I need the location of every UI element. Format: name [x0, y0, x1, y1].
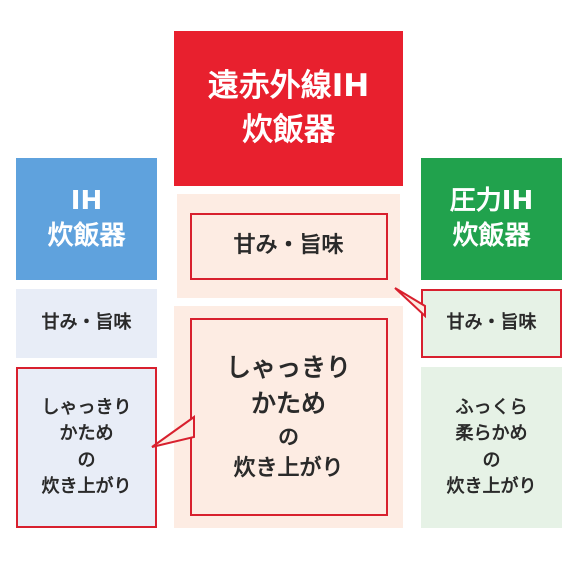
right-header-line1: 圧力IH	[449, 185, 534, 216]
center-cell-texture: しゃっきり かため の 炊き上がり	[189, 318, 388, 516]
center-header-line1: 遠赤外線IH	[207, 68, 370, 105]
center-cell-taste: 甘み・旨味	[189, 212, 388, 280]
left-cell-texture-line2: かため	[59, 423, 114, 445]
left-cell-texture-line4: 炊き上がり	[41, 475, 132, 497]
right-header-line2: 炊飯器	[452, 221, 531, 251]
center-header-line2: 炊飯器	[242, 111, 335, 148]
center-header: 遠赤外線IH 炊飯器	[174, 31, 403, 186]
center-cell-texture-line1: しゃっきり	[225, 352, 351, 382]
right-cell-texture: ふっくら 柔らかめ の 炊き上がり	[421, 367, 562, 528]
right-cell-texture-line4: 炊き上がり	[446, 475, 537, 497]
left-pointer-arrow	[151, 415, 195, 448]
left-header-line1: IH	[70, 185, 103, 216]
center-cell-texture-line2: かため	[250, 388, 326, 418]
right-header: 圧力IH 炊飯器	[421, 158, 562, 280]
right-cell-texture-line1: ふっくら	[455, 397, 528, 419]
left-header: IH 炊飯器	[16, 158, 157, 280]
right-cell-texture-line3: の	[482, 449, 501, 471]
center-cell-texture-bg: しゃっきり かため の 炊き上がり	[174, 306, 403, 528]
right-cell-taste: 甘み・旨味	[421, 289, 562, 358]
right-cell-taste-label: 甘み・旨味	[446, 312, 537, 334]
left-cell-texture-line1: しゃっきり	[41, 397, 132, 419]
center-cell-taste-bg: 甘み・旨味	[177, 194, 400, 298]
left-cell-taste-label: 甘み・旨味	[41, 312, 132, 334]
left-cell-taste: 甘み・旨味	[16, 289, 157, 358]
center-cell-texture-line4: 炊き上がり	[233, 455, 344, 481]
left-header-line2: 炊飯器	[47, 221, 126, 251]
right-cell-texture-line2: 柔らかめ	[455, 423, 528, 445]
right-pointer-arrow	[394, 287, 426, 319]
center-cell-texture-line3: の	[278, 425, 299, 450]
center-cell-taste-label: 甘み・旨味	[233, 233, 344, 259]
left-cell-texture: しゃっきり かため の 炊き上がり	[16, 367, 157, 528]
left-cell-texture-line3: の	[77, 449, 96, 471]
